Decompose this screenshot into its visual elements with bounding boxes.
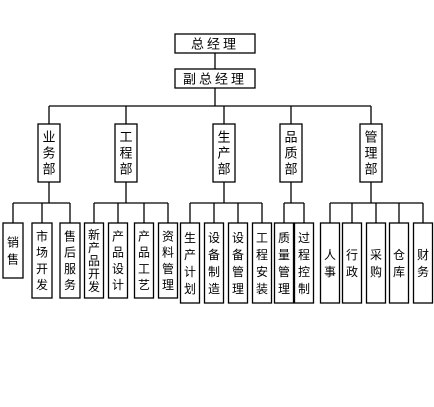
node-leaf-1-1-box <box>107 222 129 299</box>
node-leaf-4-2-box <box>365 222 387 304</box>
node-leaf-0-2-box <box>59 222 81 299</box>
node-leaf-1-0: 新产品开发 <box>83 222 105 299</box>
node-vp-label: 副总经理 <box>183 73 247 88</box>
node-leaf-1-3-label: 资料管理 <box>162 229 174 292</box>
node-leaf-3-0-box <box>273 222 295 304</box>
node-leaf-3-0: 质量管理 <box>273 222 295 304</box>
node-leaf-2-2-box <box>227 222 249 304</box>
node-dept-4: 管理部 <box>359 123 383 183</box>
node-dept-3: 品质部 <box>279 123 303 183</box>
node-leaf-4-4-label: 财务 <box>417 248 429 279</box>
node-leaf-0-1-box <box>31 222 53 299</box>
node-leaf-1-2: 产品工艺 <box>133 222 155 299</box>
node-leaf-0-0-box <box>2 222 24 279</box>
node-leaf-4-2: 采购 <box>365 222 387 304</box>
node-dept-1: 工程部 <box>114 123 138 183</box>
node-dept-4-box <box>359 123 383 183</box>
node-leaf-4-3: 仓库 <box>388 222 410 304</box>
node-leaf-3-1: 过程控制 <box>293 222 315 304</box>
node-dept-1-box <box>114 123 138 183</box>
node-ceo-label: 总经理 <box>191 38 239 53</box>
node-leaf-4-1-label: 行政 <box>346 248 358 279</box>
node-leaf-2-2-label: 设备管理 <box>232 231 244 296</box>
node-leaf-4-3-label: 仓库 <box>393 248 405 279</box>
node-leaf-1-3: 资料管理 <box>157 222 179 299</box>
node-leaf-4-4-box <box>412 222 434 304</box>
node-dept-2: 生产部 <box>212 123 236 183</box>
node-leaf-4-0-box <box>319 222 341 304</box>
node-leaf-1-3-box <box>157 222 179 299</box>
node-dept-0-box <box>37 123 61 183</box>
node-vp: 副总经理 <box>174 68 256 89</box>
node-leaf-1-2-box <box>133 222 155 299</box>
node-leaf-0-2-label: 售后服务 <box>64 228 76 292</box>
node-leaf-4-2-label: 采购 <box>370 248 382 279</box>
node-dept-1-label: 工程部 <box>119 131 132 178</box>
node-dept-2-label: 生产部 <box>217 131 230 178</box>
node-leaf-4-0-label: 人事 <box>324 248 336 279</box>
node-leaf-0-2: 售后服务 <box>59 222 81 299</box>
node-leaf-2-0-box <box>179 222 201 304</box>
node-dept-0-label: 业务部 <box>42 131 55 178</box>
node-leaf-1-1: 产品设计 <box>107 222 129 299</box>
node-leaf-1-0-box <box>83 222 105 299</box>
node-dept-0: 业务部 <box>37 123 61 183</box>
node-leaf-2-1: 设备制造 <box>203 222 225 304</box>
node-leaf-1-0-label: 新产品开发 <box>88 227 100 294</box>
node-leaf-0-0: 销售 <box>2 222 24 279</box>
node-leaf-2-0: 生产计划 <box>179 222 201 304</box>
node-dept-3-box <box>279 123 303 183</box>
node-leaf-2-3-label: 工程安装 <box>256 231 268 296</box>
node-leaf-0-1: 市场开发 <box>31 222 53 299</box>
node-leaf-1-1-label: 产品设计 <box>112 229 124 292</box>
node-leaf-2-1-label: 设备制造 <box>208 231 220 296</box>
node-ceo: 总经理 <box>174 33 256 54</box>
node-leaf-3-1-box <box>293 222 315 304</box>
node-ceo-box <box>174 33 256 54</box>
node-leaf-2-0-label: 生产计划 <box>184 231 196 296</box>
node-leaf-2-2: 设备管理 <box>227 222 249 304</box>
node-dept-3-label: 品质部 <box>284 131 297 178</box>
node-leaf-0-1-label: 市场开发 <box>36 228 48 292</box>
node-vp-box <box>174 68 256 89</box>
node-leaf-0-0-label: 销售 <box>7 235 19 266</box>
node-leaf-2-1-box <box>203 222 225 304</box>
node-leaf-2-3-box <box>251 222 273 304</box>
node-leaf-3-1-label: 过程控制 <box>298 231 310 296</box>
node-leaf-4-0: 人事 <box>319 222 341 304</box>
node-leaf-4-4: 财务 <box>412 222 434 304</box>
node-leaf-1-2-label: 产品工艺 <box>138 229 150 292</box>
node-leaf-4-1-box <box>341 222 363 304</box>
node-dept-4-label: 管理部 <box>364 131 377 178</box>
node-dept-2-box <box>212 123 236 183</box>
node-leaf-2-3: 工程安装 <box>251 222 273 304</box>
node-leaf-3-0-label: 质量管理 <box>278 231 290 296</box>
node-leaf-4-1: 行政 <box>341 222 363 304</box>
node-leaf-4-3-box <box>388 222 410 304</box>
connector-lines <box>12 53 424 223</box>
